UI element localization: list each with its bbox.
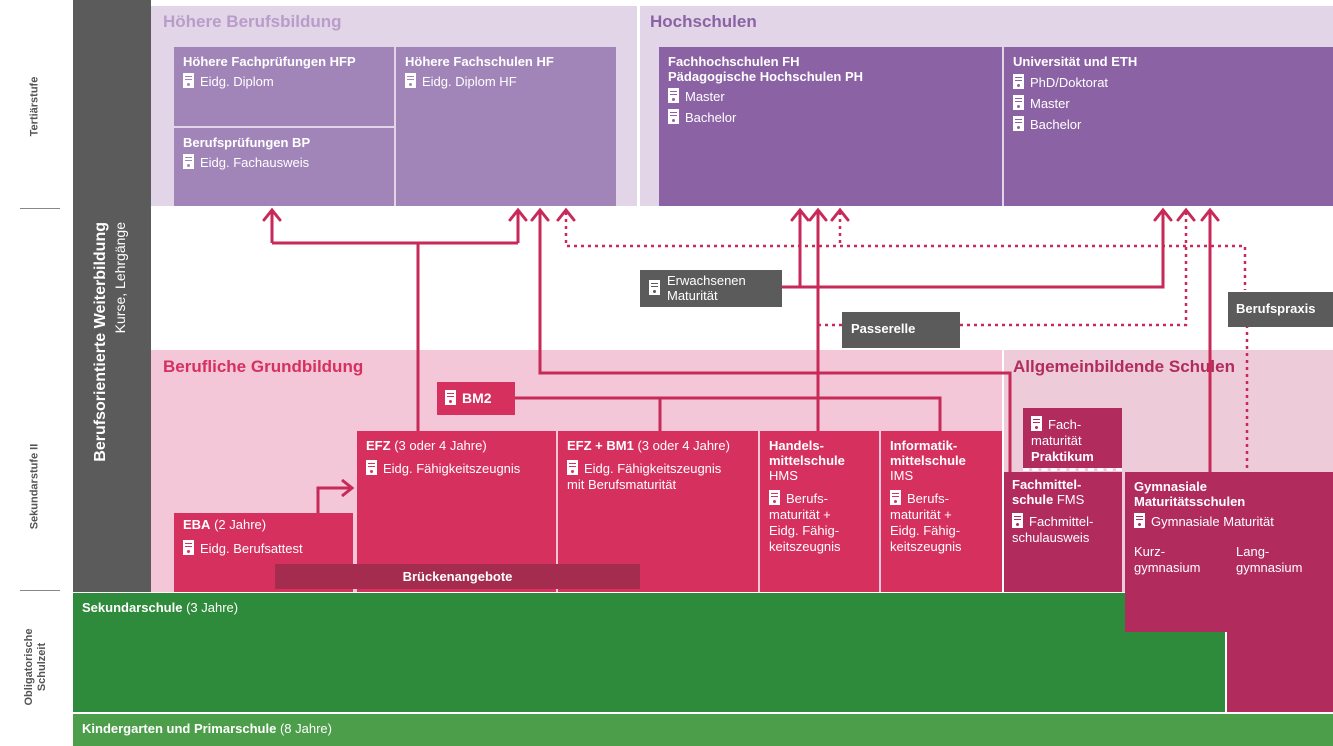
certificate-icon xyxy=(183,540,194,555)
certificate-icon xyxy=(183,154,194,169)
praktikum-divider xyxy=(1023,468,1122,471)
certificate-icon xyxy=(1012,513,1023,528)
fachmaturitaet-box: Fach- maturität Praktikum xyxy=(1023,408,1122,468)
certificate-icon xyxy=(890,490,901,505)
passerelle-box: Passerelle xyxy=(842,312,960,348)
hfp-box: Höhere Fachprüfungen HFP Eidg. Diplom xyxy=(174,47,394,126)
certificate-icon xyxy=(183,73,194,88)
hf-box: Höhere Fachschulen HF Eidg. Diplom HF xyxy=(396,47,616,206)
certificate-icon xyxy=(668,88,679,103)
certificate-icon xyxy=(1013,116,1024,131)
certificate-icon xyxy=(366,460,377,475)
fh-ph-box: Fachhochschulen FH Pädagogische Hochschu… xyxy=(659,47,1002,206)
certificate-icon xyxy=(1031,416,1042,431)
uni-eth-box: Universität und ETH PhD/Doktorat Master … xyxy=(1004,47,1333,206)
certificate-icon xyxy=(1013,95,1024,110)
primarschule-box: Kindergarten und Primarschule (8 Jahre) xyxy=(73,714,1333,746)
gymnasium-box: Gymnasiale Maturitätsschulen Gymnasiale … xyxy=(1125,472,1333,632)
erwachsenen-maturitaet-box: Erwachsenen Maturität xyxy=(640,270,782,307)
certificate-icon xyxy=(649,280,660,295)
certificate-icon xyxy=(567,460,578,475)
bp-box: Berufsprüfungen BP Eidg. Fachausweis xyxy=(174,128,394,206)
level-divider xyxy=(20,208,60,209)
weiterbildung-column: Berufsorientierte Weiterbildung Kurse, L… xyxy=(73,0,151,592)
certificate-icon xyxy=(1134,513,1145,528)
bruecken-bar: Brückenangebote xyxy=(275,564,640,589)
hochschulen-title: Hochschulen xyxy=(650,12,757,31)
certificate-icon xyxy=(668,109,679,124)
certificate-icon xyxy=(445,390,456,405)
grundbildung-title: Berufliche Grundbildung xyxy=(163,357,364,376)
fms-box: Fachmittel- schule FMS Fachmittel- schul… xyxy=(1004,472,1122,592)
certificate-icon xyxy=(769,490,780,505)
bm2-box: BM2 xyxy=(437,382,515,415)
ims-box: Informatik- mittelschule IMS Berufs- mat… xyxy=(881,431,1002,592)
allgemein-title: Allgemeinbildende Schulen xyxy=(1013,357,1235,376)
sekundarschule-box: Sekundarschule (3 Jahre) xyxy=(73,593,1225,712)
hbb-title: Höhere Berufsbildung xyxy=(163,12,342,31)
berufspraxis-box: Berufspraxis xyxy=(1228,292,1333,327)
certificate-icon xyxy=(1013,74,1024,89)
hms-box: Handels- mittelschule HMS Berufs- maturi… xyxy=(760,431,879,592)
certificate-icon xyxy=(405,73,416,88)
level-divider xyxy=(20,590,60,591)
